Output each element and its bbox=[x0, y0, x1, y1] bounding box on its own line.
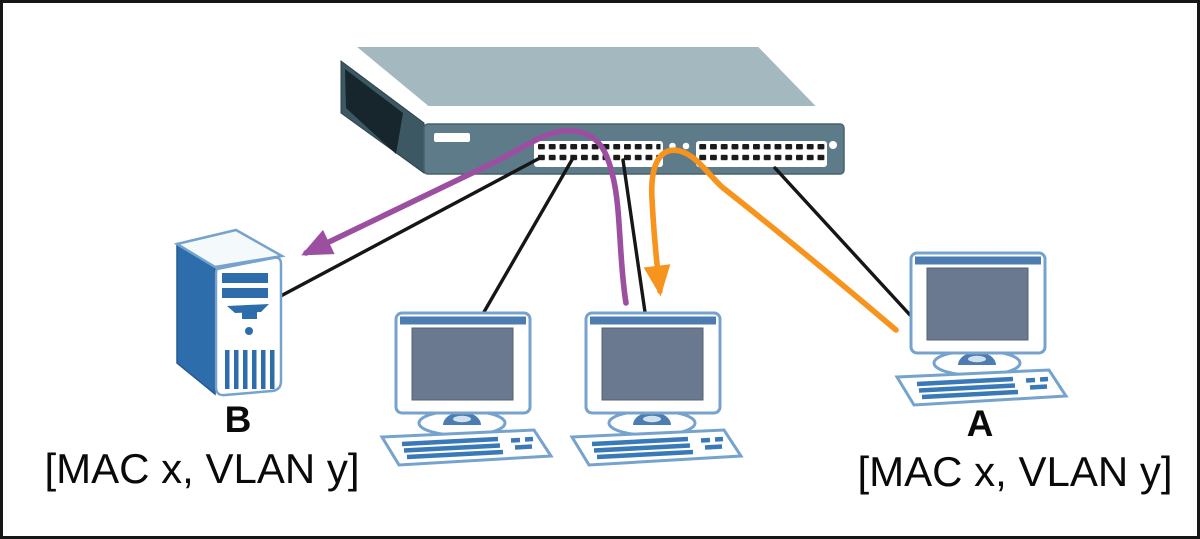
link-switch-to-a bbox=[773, 166, 912, 317]
switch-brand-stripe bbox=[434, 133, 470, 142]
server-left-side bbox=[176, 242, 216, 396]
link-switch-to-pc-middle-left bbox=[482, 156, 575, 314]
server-top-face bbox=[173, 228, 286, 269]
station-b-label: B bbox=[224, 399, 252, 440]
switch-left-side-shadow bbox=[345, 69, 403, 154]
server-tray bbox=[227, 304, 269, 313]
diagram-drawing bbox=[173, 39, 1200, 539]
switch-ports-right bbox=[698, 143, 825, 165]
server-power-button-icon bbox=[245, 327, 253, 335]
pc-middle-right bbox=[572, 313, 741, 465]
link-switch-to-pc-middle-right bbox=[621, 158, 648, 321]
tower-server-b bbox=[173, 228, 286, 397]
station-a-tag: [MAC x, VLAN y] bbox=[857, 448, 1173, 495]
link-switch-to-b bbox=[275, 157, 540, 300]
switch-ports-left bbox=[536, 143, 661, 165]
switch-top-face bbox=[342, 39, 829, 114]
pc-station-a bbox=[897, 253, 1066, 405]
station-a-label: A bbox=[966, 403, 994, 444]
switch-power-led-icon bbox=[829, 141, 837, 149]
station-b-tag: [MAC x, VLAN y] bbox=[44, 445, 360, 492]
network-switch bbox=[340, 39, 845, 175]
frame-flow-arrow-purple bbox=[301, 127, 629, 306]
frame-flow-arrow-orange bbox=[643, 147, 899, 333]
server-drive-bay bbox=[222, 288, 268, 298]
ethernet-links bbox=[275, 156, 912, 321]
pc-middle-left bbox=[382, 313, 551, 465]
server-vents bbox=[225, 350, 275, 389]
switch-led-icon bbox=[682, 142, 690, 150]
server-drive-bay bbox=[222, 273, 268, 283]
server-tray-button bbox=[242, 312, 257, 319]
